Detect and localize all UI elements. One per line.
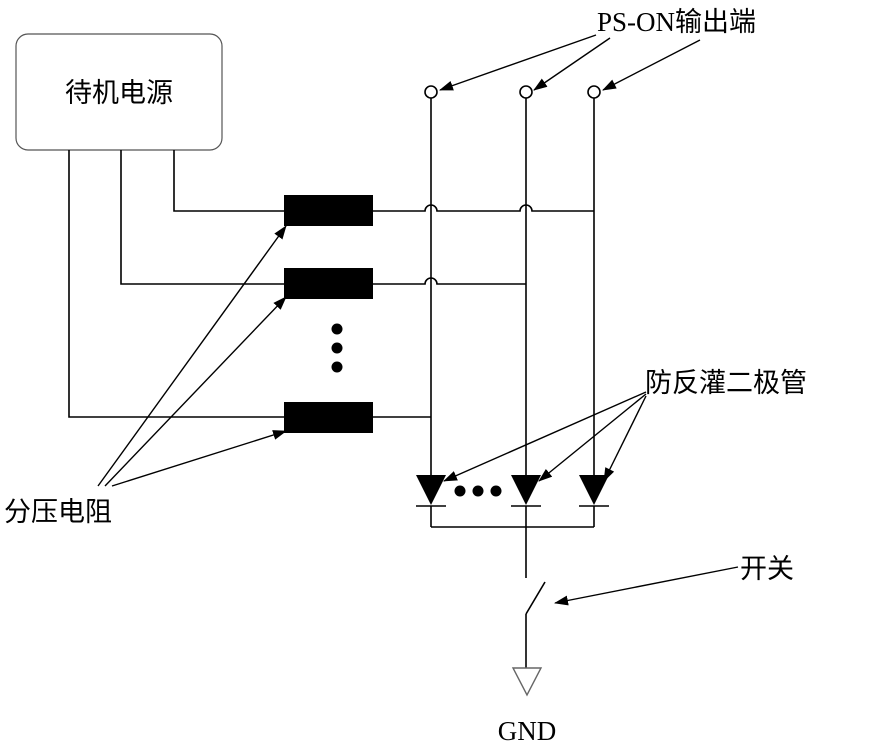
diodes-label: 防反灌二极管 [645,368,807,398]
ellipsis-dot [332,343,343,354]
wire-to-resistor-1 [174,150,284,211]
arrow-diode-2 [539,394,646,481]
ellipsis-dot [455,486,466,497]
ground-symbol [513,668,541,695]
arrow-ps-on-1 [440,35,596,90]
switch-blade [526,582,545,614]
arrow-diode-1 [444,392,646,481]
wire-to-resistor-2 [121,150,284,284]
wire-resistor-1-to-rail-3 [373,205,594,211]
diode-2 [511,475,541,505]
resistor-2 [284,268,373,299]
ellipsis-dot [491,486,502,497]
resistor-output-wires [373,205,594,417]
arrow-ps-on-3 [603,40,700,90]
diode-1 [416,475,446,505]
standby-power-block: 待机电源 [16,34,222,150]
arrow-resistor-3 [112,431,286,486]
ellipsis-dot [473,486,484,497]
arrow-switch [555,567,738,603]
resistor-1 [284,195,373,226]
arrow-diode-3 [604,396,646,481]
resistors-label: 分压电阻 [4,497,112,527]
arrow-resistor-1 [98,226,286,486]
wire-resistor-2-to-rail-2 [373,278,526,284]
switch-label: 开关 [740,554,794,584]
ellipsis-dot [332,324,343,335]
divider-resistors [284,195,373,433]
ps-on-terminal-3 [588,86,600,98]
ground-label: GND [498,716,557,744]
ps-on-terminal-1 [425,86,437,98]
arrow-ps-on-2 [534,38,610,90]
ps-on-terminal-2 [520,86,532,98]
resistor-3 [284,402,373,433]
ps-on-label: PS-ON输出端 [597,7,756,37]
anti-backflow-diodes [416,475,609,506]
ps-on-rails [425,86,600,475]
ellipsis-dot [332,362,343,373]
arrow-resistor-2 [105,297,286,486]
standby-power-label: 待机电源 [65,78,173,108]
